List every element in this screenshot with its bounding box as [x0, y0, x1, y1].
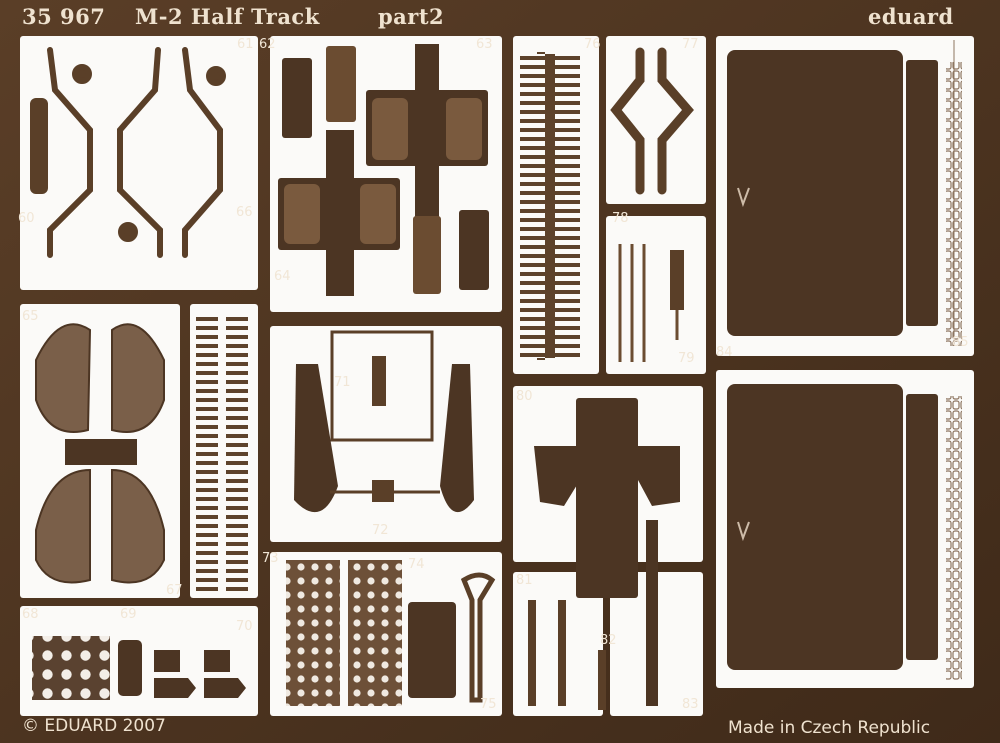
coil-springs — [196, 312, 248, 592]
copyright-text: © EDUARD 2007 — [22, 716, 166, 736]
part-number: 75 — [480, 697, 497, 712]
part-80 — [534, 398, 680, 706]
origin-text: Made in Czech Republic — [728, 718, 931, 738]
part-number: 83 — [682, 697, 699, 712]
part-number: 80 — [516, 389, 533, 404]
part-label: part2 — [378, 4, 445, 29]
plates-62-63 — [278, 44, 489, 296]
spring-76 — [520, 52, 580, 360]
part-number: 84 — [716, 345, 733, 360]
part-number: 74 — [408, 557, 425, 572]
mesh-68 — [32, 636, 110, 700]
part-number: 68 — [22, 607, 39, 622]
part-number: 64 — [274, 269, 291, 284]
part-number: 62 — [259, 37, 276, 52]
side-panel-84-bottom — [727, 384, 962, 680]
side-panel-84-top — [727, 40, 962, 346]
part-number: 71 — [334, 375, 351, 390]
part-number: 60 — [18, 211, 35, 226]
mesh-73 — [286, 560, 402, 706]
linkage-60-61 — [30, 47, 226, 258]
brand-logo: eduard — [868, 4, 954, 29]
brackets-65 — [35, 323, 165, 584]
part-number: 63 — [476, 37, 493, 52]
rods-78 — [618, 244, 684, 362]
part-number: 61 — [237, 37, 254, 52]
part-number: 79 — [678, 351, 695, 366]
part-number: 77 — [682, 37, 699, 52]
part-number: 69 — [120, 607, 137, 622]
part-number: 82 — [600, 633, 617, 648]
part-number: 72 — [372, 523, 389, 538]
part-number: 73 — [262, 551, 279, 566]
part-number: 66 — [236, 205, 253, 220]
parts-69-70 — [118, 640, 246, 698]
parts-81-82 — [528, 600, 606, 710]
kit-title: M-2 Half Track — [135, 4, 320, 29]
set-number: 35 967 — [22, 4, 106, 29]
part-number: 78 — [612, 211, 629, 226]
part-number: 65 — [22, 309, 39, 324]
bracket-77 — [610, 47, 694, 195]
part-74-75 — [408, 572, 496, 703]
arms-72 — [294, 330, 474, 513]
part-number: 85 — [952, 335, 969, 350]
part-number: 70 — [236, 619, 253, 634]
part-number: 67 — [166, 583, 183, 598]
part-number: 76 — [584, 37, 601, 52]
part-number: 81 — [516, 573, 533, 588]
